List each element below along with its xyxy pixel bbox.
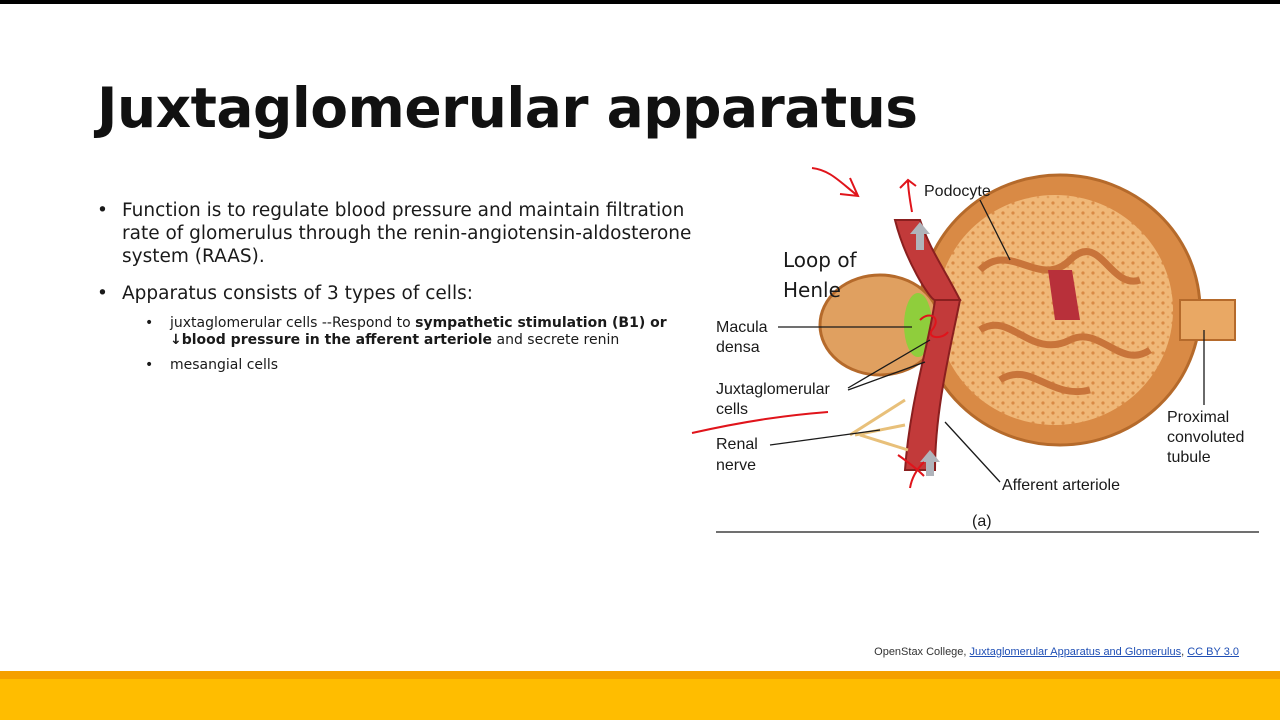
image-credit: OpenStax College, Juxtaglomerular Appara… [874,646,1239,658]
jga-diagram: Podocyte Macula densa Juxtaglomerular ce… [691,167,1259,533]
label-pct-2: convoluted [1167,429,1244,446]
red-arrow-mark-icon [811,167,860,198]
label-panel: (a) [972,513,992,530]
sub-bullet-mesangial: mesangial cells [97,357,697,374]
label-macula-2: densa [716,339,760,356]
label-jg-1: Juxtaglomerular [716,381,831,398]
label-renal-2: nerve [716,457,756,474]
label-podocyte: Podocyte [924,183,991,200]
annotation-loop-1: Loop of [783,248,858,272]
red-up-arrow-mark-icon [899,178,917,213]
top-border [0,0,1280,4]
inflow-arrow-icon [920,450,940,476]
outflow-arrow-icon [910,222,930,250]
bullet-list: Function is to regulate blood pressure a… [97,199,697,374]
red-scribble-icon [919,314,949,338]
credit-source-link[interactable]: Juxtaglomerular Apparatus and Glomerulus [969,646,1182,658]
label-pct-3: tubule [1167,449,1211,466]
label-pct-1: Proximal [1167,409,1229,426]
label-macula-1: Macula [716,319,768,336]
macula-densa-cells [904,293,932,357]
label-renal-1: Renal [716,436,758,453]
jg-cells-bold: sympathetic stimulation (B1) or ↓blood p… [170,315,667,348]
jg-leader-1 [847,339,931,389]
jg-leader-2 [847,361,926,391]
efferent-vessel [1048,270,1080,320]
renal-nerve-fibers [849,398,909,452]
annotation-loop-2: Henle [783,278,841,302]
renal-nerve-leader [769,429,881,446]
red-underline-mark-icon [691,411,829,434]
bottom-accent-stripe [0,671,1280,679]
capillary-loops [977,248,1152,396]
credit-license-link[interactable]: CC BY 3.0 [1187,646,1239,658]
label-jg-2: cells [716,401,748,418]
label-afferent: Afferent arteriole [1002,477,1120,494]
sub-bullet-list: juxtaglomerular cells --Respond to sympa… [97,315,697,374]
proximal-tubule [1179,299,1236,341]
credit-separator: , [1181,646,1188,658]
red-arrow-mark-2-icon [897,454,925,489]
afferent-leader [944,421,1001,483]
jg-cells-text: juxtaglomerular cells --Respond to [170,315,416,331]
bottom-accent-bar [0,671,1280,720]
bullet-apparatus: Apparatus consists of 3 types of cells: [97,282,697,305]
sub-bullet-jg-cells: juxtaglomerular cells --Respond to sympa… [97,315,697,349]
slide-title: Juxtaglomerular apparatus [97,76,918,140]
jg-cells-suffix: and secrete renin [492,332,620,348]
podocyte-leader [979,199,1011,261]
bullet-function: Function is to regulate blood pressure a… [97,199,697,268]
efferent-arteriole-vessel [893,219,962,301]
credit-author: OpenStax College, [874,646,970,658]
